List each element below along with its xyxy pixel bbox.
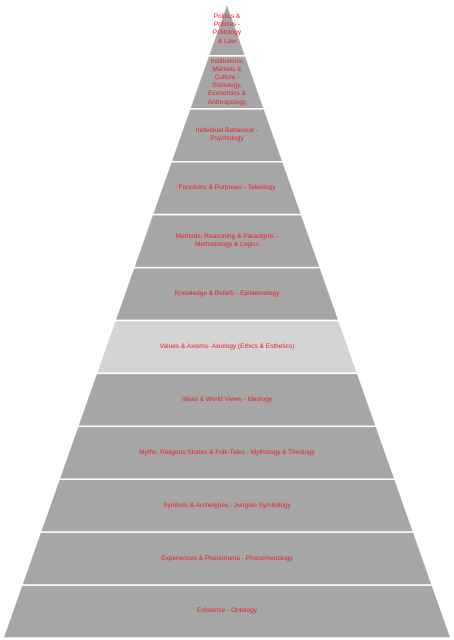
pyramid-tier-label: Politics & Policies - Politology & Law	[212, 13, 242, 45]
pyramid-tier-label: Knowledge & Beliefs - Epistemology	[174, 289, 280, 297]
pyramid-tier-label: Experiences & Phenomena - Phenomenology	[161, 554, 293, 562]
pyramid-tier-label: Myths, Religous Stories & Folk-Tales - M…	[139, 448, 315, 456]
pyramid-tier-label: Institutions, Markets & Culture - Sociol…	[207, 57, 247, 106]
pyramid-tier-12	[1, 584, 453, 639]
pyramid-tier-label: Individual Behaviour - Psychology	[195, 127, 259, 143]
pyramid-tier-label: Values & Axioms- Axiology (Ethics & Esth…	[159, 342, 295, 350]
pyramid-tier-label: Ideas & World Views - Ideology	[181, 395, 273, 403]
pyramid-tier-label: Methods, Reasoning & Paradigms - Methodo…	[175, 232, 279, 249]
pyramid-tier-label: Functions & Purposes - Teleology	[178, 184, 276, 192]
pyramid-tier-label: Symbols & Archetypes - Jungian Symbology	[163, 501, 291, 509]
pyramid-tier-label: Existence - Ontology	[197, 607, 257, 615]
